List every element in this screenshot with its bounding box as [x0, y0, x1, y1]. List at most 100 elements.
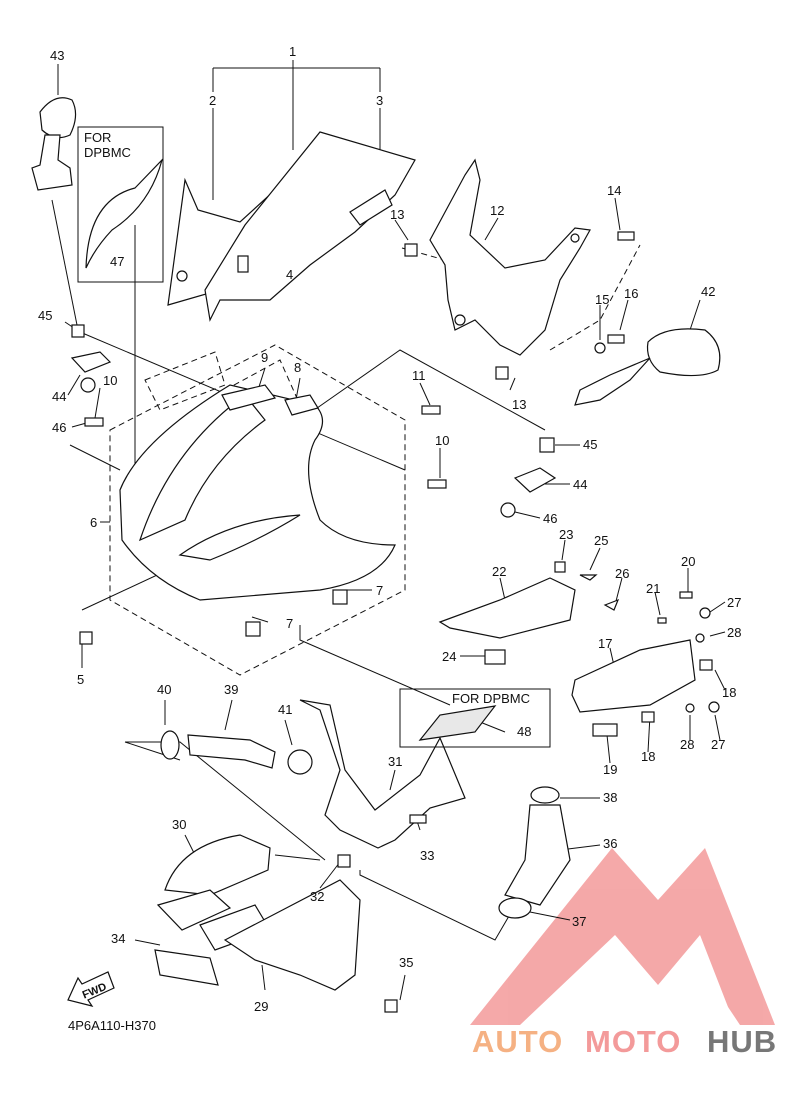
callout-box-left-line1: FOR: [84, 130, 111, 145]
part-35-bolt: [384, 999, 398, 1013]
part-40-seal: [160, 730, 180, 760]
part-label: 48: [517, 724, 531, 739]
part-14-bolt: [617, 231, 635, 241]
callout-box-left-line2: DPBMC: [84, 145, 131, 160]
part-label: 39: [224, 682, 238, 697]
part-37-clamp: [498, 897, 532, 919]
part-label: 25: [594, 533, 608, 548]
automotohub-logo: [470, 848, 775, 1025]
part-label: 27: [727, 595, 741, 610]
part-label: 42: [701, 284, 715, 299]
part-label: 28: [727, 625, 741, 640]
part-11-bolt: [421, 405, 441, 415]
part-3-inner-panel: [204, 131, 416, 322]
part-10b-bolt: [427, 479, 447, 489]
diagram-code: 4P6A110-H370: [68, 1018, 156, 1033]
part-label: 32: [310, 889, 324, 904]
part-label: 19: [603, 762, 617, 777]
part-label: 14: [607, 183, 621, 198]
part-label: 40: [157, 682, 171, 697]
part-31-stay: [299, 699, 466, 849]
part-29-duct: [223, 879, 361, 991]
callout-box-bottom-label: FOR DPBMC: [452, 691, 530, 706]
part-46a-nut: [80, 377, 96, 393]
part-27a-screw: [699, 607, 711, 619]
part-label: 16: [624, 286, 638, 301]
part-label: 21: [646, 581, 660, 596]
part-label: 29: [254, 999, 268, 1014]
part-13a-grommet: [404, 243, 418, 257]
part-label: 13: [390, 207, 404, 222]
part-44b-bracket: [513, 467, 557, 493]
part-label: 13: [512, 397, 526, 412]
part-26-clip: [603, 598, 620, 611]
watermark-word-c: HUB: [707, 1024, 777, 1059]
part-label: 35: [399, 955, 413, 970]
part-18b-nut: [641, 711, 655, 723]
part-label: 27: [711, 737, 725, 752]
part-20-clip: [679, 591, 693, 599]
part-12-stay: [429, 158, 591, 356]
part-24-pad: [484, 649, 506, 665]
part-30-air-duct: [156, 834, 271, 951]
part-label: 33: [420, 848, 434, 863]
fwd-arrow: FWD: [67, 971, 115, 1007]
part-label: 34: [111, 931, 125, 946]
part-label: 46: [52, 420, 66, 435]
part-label: 18: [641, 749, 655, 764]
part-label: 37: [572, 914, 586, 929]
part-label: 8: [294, 360, 301, 375]
part-21-clip: [657, 617, 667, 624]
part-45b-grommet: [539, 437, 555, 453]
part-18a-nut: [699, 659, 713, 671]
part-7b-nut: [332, 589, 348, 605]
part-label: 46: [543, 511, 557, 526]
part-41-clamp: [287, 749, 313, 775]
part-label: 45: [38, 308, 52, 323]
part-label: 12: [490, 203, 504, 218]
watermark-word-b: MOTO: [585, 1024, 681, 1059]
callout-box-dpbmc-bottom: FOR DPBMC: [399, 688, 551, 748]
part-45a-grommet: [71, 324, 85, 338]
part-label: 36: [603, 836, 617, 851]
part-label: 41: [278, 702, 292, 717]
part-label: 6: [90, 515, 97, 530]
part-label: 11: [412, 368, 426, 383]
part-6-upper-cowling: [119, 384, 396, 601]
part-label: 10: [103, 373, 117, 388]
part-47-decal: [85, 157, 164, 269]
part-label: 28: [680, 737, 694, 752]
part-label: 17: [598, 636, 612, 651]
part-label: 5: [77, 672, 84, 687]
part-label: 45: [583, 437, 597, 452]
part-label: 38: [603, 790, 617, 805]
watermark-word-a: AUTO: [472, 1024, 563, 1059]
part-10a-bolt: [84, 417, 104, 427]
part-label: 3: [376, 93, 383, 108]
part-36-hose: [504, 804, 571, 906]
part-label: 18: [722, 685, 736, 700]
part-39-duct: [187, 734, 276, 769]
part-label: 4: [286, 267, 293, 282]
part-28b-washer: [685, 703, 695, 713]
part-44a-bracket: [70, 351, 112, 373]
part-23-clip: [554, 561, 566, 573]
part-label: 10: [435, 433, 449, 448]
part-label: 22: [492, 564, 506, 579]
part-32-collar: [337, 854, 351, 868]
part-label: 20: [681, 554, 695, 569]
part-33-bolt: [409, 814, 427, 824]
part-label: 2: [209, 93, 216, 108]
automotohub-watermark: AUTO MOTO HUB: [472, 1024, 777, 1059]
part-27b-screw: [708, 701, 720, 713]
part-16-bolt: [607, 334, 625, 344]
part-42-mirror: [574, 328, 721, 406]
part-number-labels: 1 2 3 4 5 6 7 7 8 9 10 10 11 12 13 13 14…: [38, 44, 741, 1014]
part-label: 47: [110, 254, 124, 269]
part-13b-grommet: [495, 366, 509, 380]
part-25-clip: [579, 574, 598, 581]
part-4-bolt: [237, 255, 249, 273]
part-label: 30: [172, 817, 186, 832]
part-43-mirror: [31, 97, 77, 191]
